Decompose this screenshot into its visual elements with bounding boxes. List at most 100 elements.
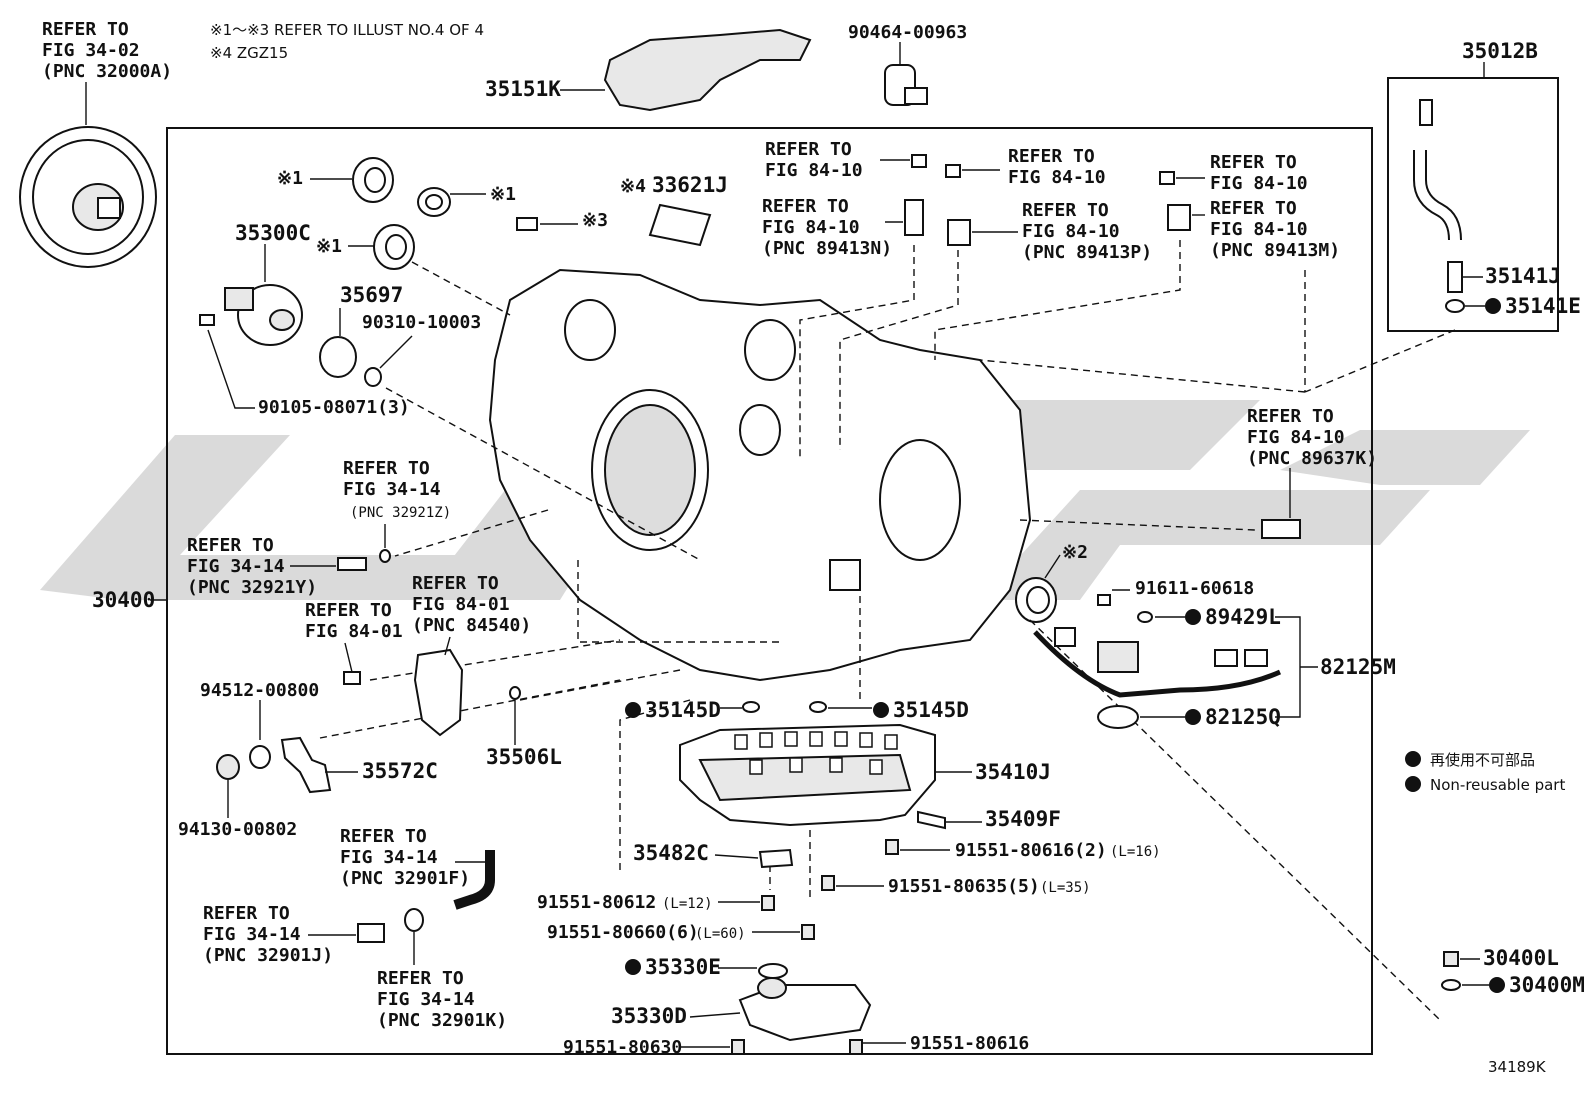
part-91551-80660-6[interactable]: 91551-80660(6) bbox=[547, 922, 699, 943]
part-30400l[interactable]: 30400L bbox=[1483, 946, 1559, 970]
part-35145d-left[interactable]: 35145D bbox=[645, 698, 721, 722]
svg-text:FIG 34-14: FIG 34-14 bbox=[377, 989, 475, 1010]
nut-94130-illustration bbox=[216, 754, 240, 780]
part-90310-10003[interactable]: 90310-10003 bbox=[362, 312, 481, 333]
part-94130-00802[interactable]: 94130-00802 bbox=[178, 819, 297, 840]
svg-text:FIG 34-14: FIG 34-14 bbox=[203, 924, 301, 945]
part-82125m[interactable]: 82125M bbox=[1320, 655, 1396, 679]
mark-1-b: ※1 bbox=[490, 184, 516, 205]
plug-3-illustration bbox=[516, 217, 538, 231]
svg-text:FIG 84-10: FIG 84-10 bbox=[1008, 167, 1106, 188]
oil-pump-35300c-illustration bbox=[199, 284, 303, 346]
legend: 再使用不可部品 Non-reusable part bbox=[1405, 751, 1565, 794]
ref-84-10-b: REFER TO FIG 84-10 bbox=[1008, 146, 1106, 188]
non-reusable-marker bbox=[1489, 977, 1505, 993]
part-91551-80616-2[interactable]: 91551-80616(2) bbox=[955, 840, 1107, 861]
legend-dot bbox=[1405, 776, 1421, 792]
part-35506l[interactable]: 35506L bbox=[486, 745, 562, 769]
svg-text:(PNC 32901K): (PNC 32901K) bbox=[377, 1010, 507, 1031]
legend-en: Non-reusable part bbox=[1430, 776, 1565, 794]
bolt-84-01-illustration bbox=[343, 671, 361, 685]
ref-84540: REFER TO FIG 84-01 (PNC 84540) bbox=[412, 573, 531, 636]
non-reusable-marker bbox=[1485, 298, 1501, 314]
part-35141e[interactable]: 35141E bbox=[1505, 294, 1581, 318]
part-91611-60618[interactable]: 91611-60618 bbox=[1135, 578, 1254, 599]
plate-35409f-illustration bbox=[917, 810, 946, 830]
part-30400m[interactable]: 30400M bbox=[1509, 973, 1585, 997]
part-91551-80616[interactable]: 91551-80616 bbox=[910, 1033, 1029, 1054]
part-35300c[interactable]: 35300C bbox=[235, 221, 311, 245]
o-ring-90310-illustration bbox=[364, 367, 382, 387]
kit-frame-35012b bbox=[1387, 77, 1559, 332]
drain-gasket-illustration bbox=[1441, 979, 1461, 991]
svg-text:REFER TO: REFER TO bbox=[343, 458, 430, 479]
svg-text:REFER TO: REFER TO bbox=[42, 19, 129, 40]
part-91551-80635-5[interactable]: 91551-80635(5) bbox=[888, 876, 1040, 897]
svg-text:FIG 34-02: FIG 34-02 bbox=[42, 40, 140, 61]
non-reusable-marker bbox=[625, 959, 641, 975]
drain-plug-illustration bbox=[1443, 951, 1459, 967]
non-reusable-marker bbox=[1185, 609, 1201, 625]
non-reusable-marker bbox=[873, 702, 889, 718]
part-90464-00963[interactable]: 90464-00963 bbox=[848, 22, 967, 43]
ref-89413m: REFER TO FIG 84-10 (PNC 89413M) bbox=[1210, 198, 1340, 261]
part-35141j[interactable]: 35141J bbox=[1485, 264, 1561, 288]
part-35697[interactable]: 35697 bbox=[340, 283, 403, 307]
part-94512-00800[interactable]: 94512-00800 bbox=[200, 680, 319, 701]
bracket-35482c-illustration bbox=[758, 848, 794, 869]
svg-text:REFER TO: REFER TO bbox=[412, 573, 499, 594]
part-82125q[interactable]: 82125Q bbox=[1205, 705, 1281, 729]
part-90105-08071[interactable]: 90105-08071(3) bbox=[258, 397, 410, 418]
svg-text:REFER TO: REFER TO bbox=[1210, 152, 1297, 173]
part-35410j[interactable]: 35410J bbox=[975, 760, 1051, 784]
union-32901j-illustration bbox=[357, 923, 385, 943]
svg-text:(PNC 84540): (PNC 84540) bbox=[412, 615, 531, 636]
part-35012b[interactable]: 35012B bbox=[1462, 39, 1538, 63]
legend-jp: 再使用不可部品 bbox=[1430, 751, 1535, 769]
ref-84-10-a: REFER TO FIG 84-10 bbox=[765, 139, 863, 181]
oil-tube-kit-illustration bbox=[1413, 99, 1465, 313]
neutral-switch-illustration bbox=[413, 648, 464, 737]
svg-text:REFER TO: REFER TO bbox=[340, 826, 427, 847]
part-33621j[interactable]: 33621J bbox=[652, 173, 728, 197]
union-32921y-illustration bbox=[337, 557, 367, 571]
label-plate-illustration bbox=[648, 203, 712, 247]
speed-sensor-illustrations bbox=[904, 154, 1191, 246]
mark-4: ※4 bbox=[620, 176, 646, 197]
oil-strainer-illustration bbox=[738, 977, 872, 1042]
svg-text:(PNC 89413P): (PNC 89413P) bbox=[1022, 242, 1152, 263]
ref-89413n: REFER TO FIG 84-10 (PNC 89413N) bbox=[762, 196, 892, 259]
torque-converter-illustration bbox=[19, 126, 157, 268]
part-35330e[interactable]: 35330E bbox=[645, 955, 721, 979]
non-reusable-marker bbox=[1185, 709, 1201, 725]
o-ring-35506l-illustration bbox=[509, 686, 521, 700]
ref-89413p: REFER TO FIG 84-10 (PNC 89413P) bbox=[1022, 200, 1152, 263]
ref-84-01: REFER TO FIG 84-01 bbox=[305, 600, 403, 642]
part-35151k[interactable]: 35151K bbox=[485, 77, 561, 101]
length-l12: (L=12) bbox=[662, 896, 713, 912]
svg-text:FIG 84-10: FIG 84-10 bbox=[1022, 221, 1120, 242]
part-30400[interactable]: 30400 bbox=[92, 588, 155, 612]
part-91551-80612[interactable]: 91551-80612 bbox=[537, 892, 656, 913]
gasket-35145d-right-illustration bbox=[809, 701, 827, 713]
note-refer-illust: ※1～※3 REFER TO ILLUST NO.4 OF 4 bbox=[210, 21, 484, 39]
svg-text:REFER TO: REFER TO bbox=[203, 903, 290, 924]
svg-text:FIG 84-10: FIG 84-10 bbox=[1210, 219, 1308, 240]
part-35409f[interactable]: 35409F bbox=[985, 807, 1061, 831]
part-91551-80630[interactable]: 91551-80630 bbox=[563, 1037, 682, 1058]
part-35145d-right[interactable]: 35145D bbox=[893, 698, 969, 722]
o-ring-32921z-illustration bbox=[379, 549, 391, 563]
lever-35572c-illustration bbox=[280, 736, 332, 794]
part-35572c[interactable]: 35572C bbox=[362, 759, 438, 783]
svg-text:FIG 84-10: FIG 84-10 bbox=[765, 160, 863, 181]
clamp-90464-illustration bbox=[884, 64, 928, 106]
mark-3: ※3 bbox=[582, 210, 608, 231]
part-35330d[interactable]: 35330D bbox=[611, 1004, 687, 1028]
svg-text:FIG 84-10: FIG 84-10 bbox=[1247, 427, 1345, 448]
mark-2: ※2 bbox=[1062, 542, 1088, 563]
part-35482c[interactable]: 35482C bbox=[633, 841, 709, 865]
svg-text:(PNC 32901J): (PNC 32901J) bbox=[203, 945, 333, 966]
part-89429l[interactable]: 89429L bbox=[1205, 605, 1281, 629]
svg-text:(PNC 89413N): (PNC 89413N) bbox=[762, 238, 892, 259]
